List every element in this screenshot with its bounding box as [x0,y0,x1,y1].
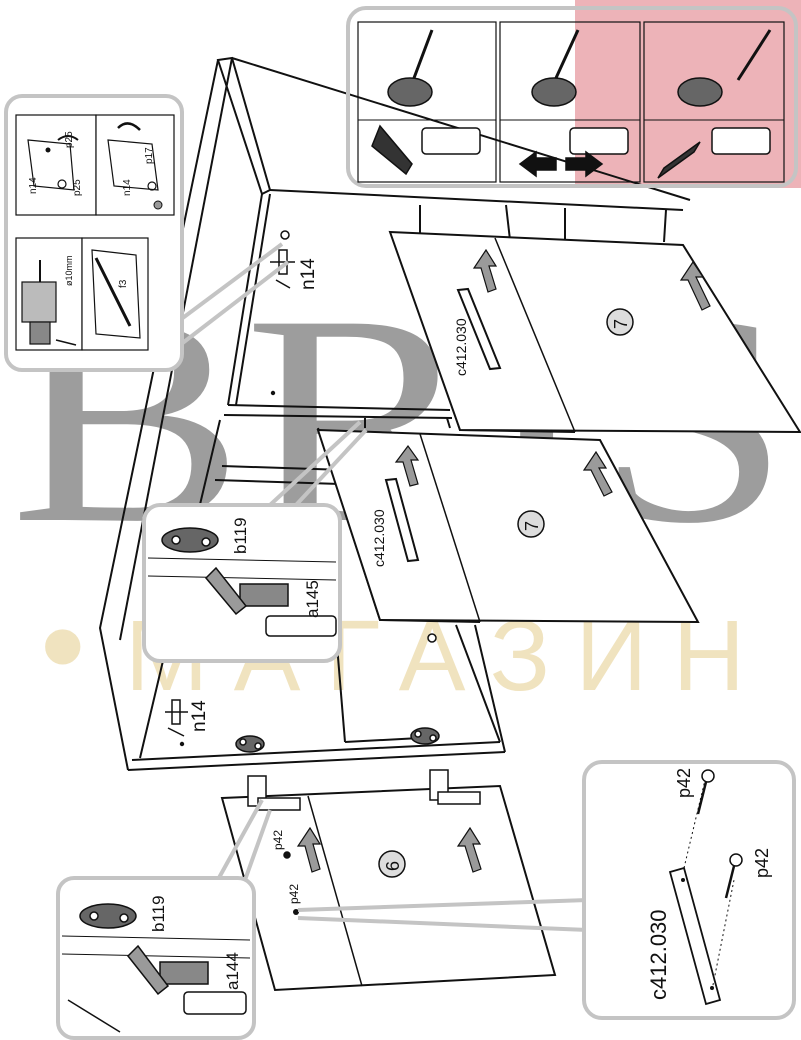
inset-middle: b119 a145 [142,503,342,663]
watermark-bullet: • [40,572,86,718]
hinge-b119-mid [161,527,219,553]
inset-br-p42-a: p42 [674,768,694,798]
n14-label-lower: n14 [189,700,210,732]
drawer-lower-arrows [394,444,613,497]
p42-screw-door-a [283,851,291,859]
arrow-left-icon [518,150,557,178]
inset-mid-b119: b119 [231,517,250,554]
inset-top-right [346,6,798,188]
inset-bl-b119: b119 [149,895,168,932]
hinge-a144-bottom [126,944,247,1015]
n14-fitting-lower [165,699,188,737]
inset-bl-a144: a144 [223,952,242,990]
hinge-adjust-2 [518,29,629,178]
inset-tl-f3: f3 [118,279,129,288]
inset-br-p42-b: p42 [752,848,772,878]
double-arrow-icon [371,124,413,176]
inset-bottom-left: b119 a144 [56,876,256,1040]
door-p42-label-a: p42 [271,830,285,850]
drawer-handle-upper [456,287,502,371]
inset-tl-n14-b: n14 [122,179,133,196]
step-7-upper-label: 7 [611,319,631,329]
drawer-handle-lower [384,477,420,563]
door-panel: 6 p42 p42 [220,769,557,992]
inset-br-part: c412.030 [646,909,671,1000]
inset-mid-a145: a145 [303,580,322,618]
p42-screw-door-b [293,909,299,915]
drawer-front-upper: c412.030 7 [388,230,801,434]
handle-c412 [668,866,722,1006]
step-6-circle [378,850,406,878]
arrow-right-icon [565,150,604,178]
inset-bottom-right: c412.030 p42 p42 [582,760,796,1020]
step-7-upper-circle [606,308,634,336]
drawer-upper-arrows [472,248,711,311]
hinge-a145-mid [204,566,337,637]
step-7-lower-circle [517,510,545,538]
p42-screw-icon-b [724,853,743,899]
drill-icon [21,260,77,346]
inset-tl-n14-a: n14 [28,177,39,194]
hinge-cup-right [410,727,440,745]
rotate-arrow-icon [57,135,79,141]
inset-tl-p25-b: p25 [72,179,83,196]
step-7-lower-label: 7 [522,521,542,531]
p42-screw-icon-a [696,769,715,815]
hinge-adjust-1 [371,29,481,176]
drawer-lower-part-label: c412.030 [371,509,387,567]
hinge-b119-bottom [79,903,137,929]
hinge-cup-left [235,735,265,753]
inset-tl-p25-a: p25 [64,131,75,148]
door-hinge-lower [429,769,481,805]
inset-top-left: n14 p25 p25 p17 n14 ø10mm f3 [4,94,184,372]
door-p42-label-b: p42 [287,884,301,904]
door-arrows [296,826,482,873]
cabinet-top-panel [216,56,272,196]
callout-lines [178,242,589,932]
diagonal-arrow-icon [657,141,701,179]
cabinet-holes [179,230,437,747]
drawer-front-lower: c412.030 7 [316,428,700,624]
n14-label-upper: n14 [298,258,319,290]
door-hinge-upper [247,775,301,811]
step-6-label: 6 [383,861,403,871]
inset-tl-drill-size: ø10mm [64,255,74,286]
drawer-upper-part-label: c412.030 [453,318,469,376]
hinge-adjust-3 [657,29,772,179]
inset-tl-p17: p17 [144,147,155,164]
